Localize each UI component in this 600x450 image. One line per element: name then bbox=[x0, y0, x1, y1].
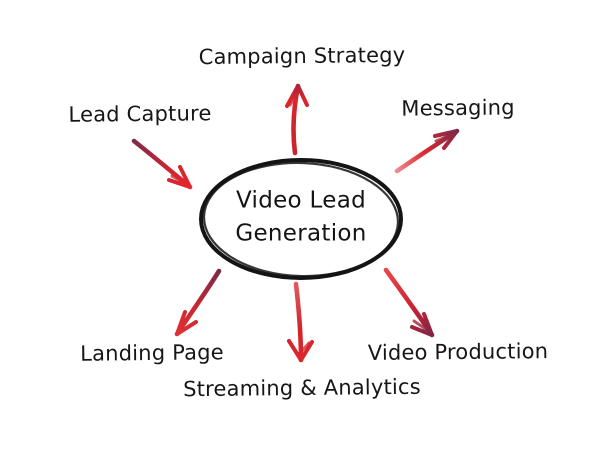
center-ellipse bbox=[199, 158, 403, 280]
node-label-messaging: Messaging bbox=[401, 95, 515, 121]
arrow-to-video-production bbox=[383, 267, 435, 338]
node-label-streaming-analytics: Streaming & Analytics bbox=[183, 374, 421, 402]
arrow-to-streaming-analytics bbox=[287, 281, 314, 363]
arrow-to-campaign-strategy bbox=[285, 83, 309, 156]
node-label-campaign-strategy: Campaign Strategy bbox=[198, 42, 406, 70]
arrow-to-landing-page bbox=[174, 268, 222, 337]
arrow-from-lead-capture bbox=[131, 138, 193, 190]
node-label-video-production: Video Production bbox=[367, 339, 549, 365]
node-label-landing-page: Landing Page bbox=[80, 340, 224, 366]
node-label-lead-capture: Lead Capture bbox=[68, 101, 212, 127]
center-node-label: Video Lead Generation bbox=[235, 187, 367, 247]
arrow-to-messaging bbox=[394, 128, 460, 174]
